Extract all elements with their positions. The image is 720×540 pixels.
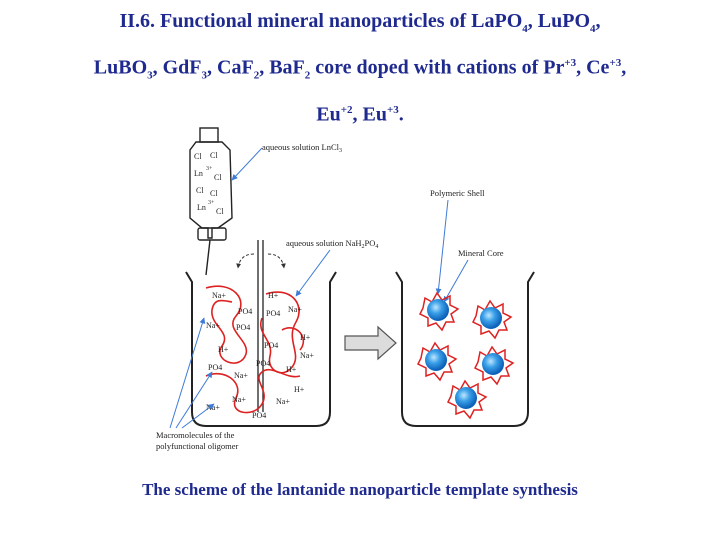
nanoparticle [416, 341, 458, 382]
figure-caption: The scheme of the lantanide nanoparticle… [142, 480, 578, 499]
nanoparticle [471, 299, 513, 340]
label-oligomer: polyfunctional oligomer [156, 441, 239, 451]
beaker-ion: Na+ [300, 351, 314, 360]
beaker-ion: Na+ [234, 371, 248, 380]
funnel-ion: Ln [194, 169, 203, 178]
label-nah2po4: aqueous solution NaH2PO4 [286, 238, 378, 250]
title-line-2: LuBO3, GdF3, CaF2, BaF2 core doped with … [93, 56, 627, 82]
product-beaker [395, 271, 535, 427]
arrow-nah2po4 [295, 249, 331, 297]
beaker-ion: PO4 [236, 323, 250, 332]
beaker-ion: H+ [294, 385, 305, 394]
beaker-ion: Na+ [206, 321, 220, 330]
slide-title: II.6. Functional mineral nanoparticles o… [20, 4, 700, 131]
process-arrow [344, 325, 397, 361]
arrows-oligomer [169, 317, 215, 429]
stir-arrow-right [267, 253, 286, 269]
funnel-ion: Ln [197, 203, 206, 212]
funnel-ion: Cl [214, 173, 222, 182]
funnel-ion: Cl [194, 152, 202, 161]
funnel-stem [205, 239, 211, 276]
funnel-ion: Cl [196, 186, 204, 195]
arrow-core [443, 259, 469, 303]
beaker-ion: PO4 [238, 307, 252, 316]
nanoparticle [418, 291, 460, 332]
funnel-ions: Cl Cl Ln 3+ Cl Cl Cl Ln 3+ Cl [194, 151, 224, 216]
beaker-ions: Na+ H+ PO4 Na+ Na+ PO4 H+ H+ PO4 PO4 Na+… [206, 291, 314, 420]
funnel-ion: 3+ [208, 200, 215, 206]
beaker-ion: Na+ [232, 395, 246, 404]
beaker-ion: H+ [300, 333, 311, 342]
funnel-ion: Cl [210, 151, 218, 160]
beaker-ion: PO4 [208, 363, 222, 372]
nanoparticle [446, 379, 488, 420]
beaker-ion: PO4 [252, 411, 266, 420]
funnel-ion: 3+ [206, 166, 213, 172]
oligomer-chains [205, 285, 305, 414]
beaker-ion: Na+ [212, 291, 226, 300]
separating-funnel [189, 127, 233, 276]
label-lncl: aqueous solution LnCl3 [262, 142, 342, 154]
beaker-ion: Na+ [288, 305, 302, 314]
beaker-ion: H+ [268, 291, 279, 300]
funnel-stopcock [197, 227, 227, 241]
beaker-ion: Na+ [276, 397, 290, 406]
funnel-ion: Cl [216, 207, 224, 216]
funnel-stopper [199, 127, 219, 143]
funnel-body [189, 141, 233, 239]
arrow-shell [435, 199, 449, 295]
reaction-beaker [185, 271, 337, 427]
label-macromolecules: Macromolecules of the [156, 430, 235, 440]
beaker-ion: H+ [286, 365, 297, 374]
beaker-ion: PO4 [264, 341, 278, 350]
beaker-ion: PO4 [256, 359, 270, 368]
title-line-3: Eu+2, Eu+3. [316, 103, 404, 126]
arrow-lncl [231, 147, 263, 181]
nanoparticle [473, 345, 515, 386]
beaker-ion: PO4 [266, 309, 280, 318]
stir-arrow-left [236, 253, 255, 269]
beaker-ion: H+ [218, 345, 229, 354]
label-polymeric-shell: Polymeric Shell [430, 188, 485, 198]
label-mineral-core: Mineral Core [458, 248, 504, 258]
stirrer-rod [257, 240, 264, 412]
title-line-1: II.6. Functional mineral nanoparticles o… [119, 10, 601, 35]
funnel-ion: Cl [210, 189, 218, 198]
